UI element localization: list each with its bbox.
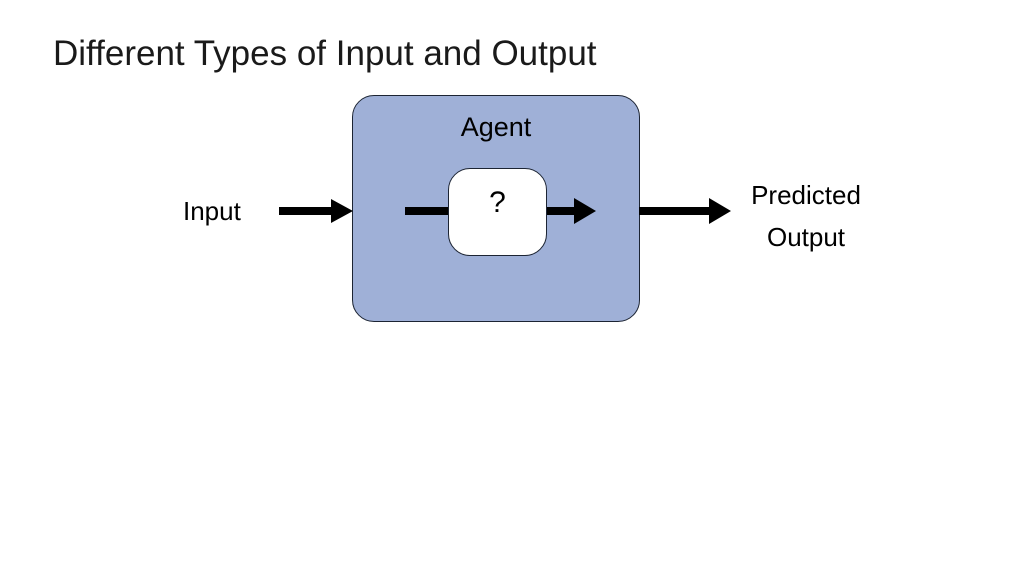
output-arrow-icon (639, 196, 732, 226)
input-arrow-icon (279, 196, 354, 226)
output-label-line-2: Output (766, 222, 846, 252)
output-label-line-1: Predicted (751, 180, 861, 210)
output-label: Predicted Output (722, 174, 890, 258)
page-title: Different Types of Input and Output (53, 34, 597, 73)
agent-box-label: Agent (460, 112, 532, 142)
model-box (448, 168, 547, 256)
input-label: Input (183, 196, 241, 226)
model-input-connector-icon (405, 196, 451, 226)
model-output-arrow-icon (545, 196, 597, 226)
model-box-label: ? (489, 186, 506, 219)
